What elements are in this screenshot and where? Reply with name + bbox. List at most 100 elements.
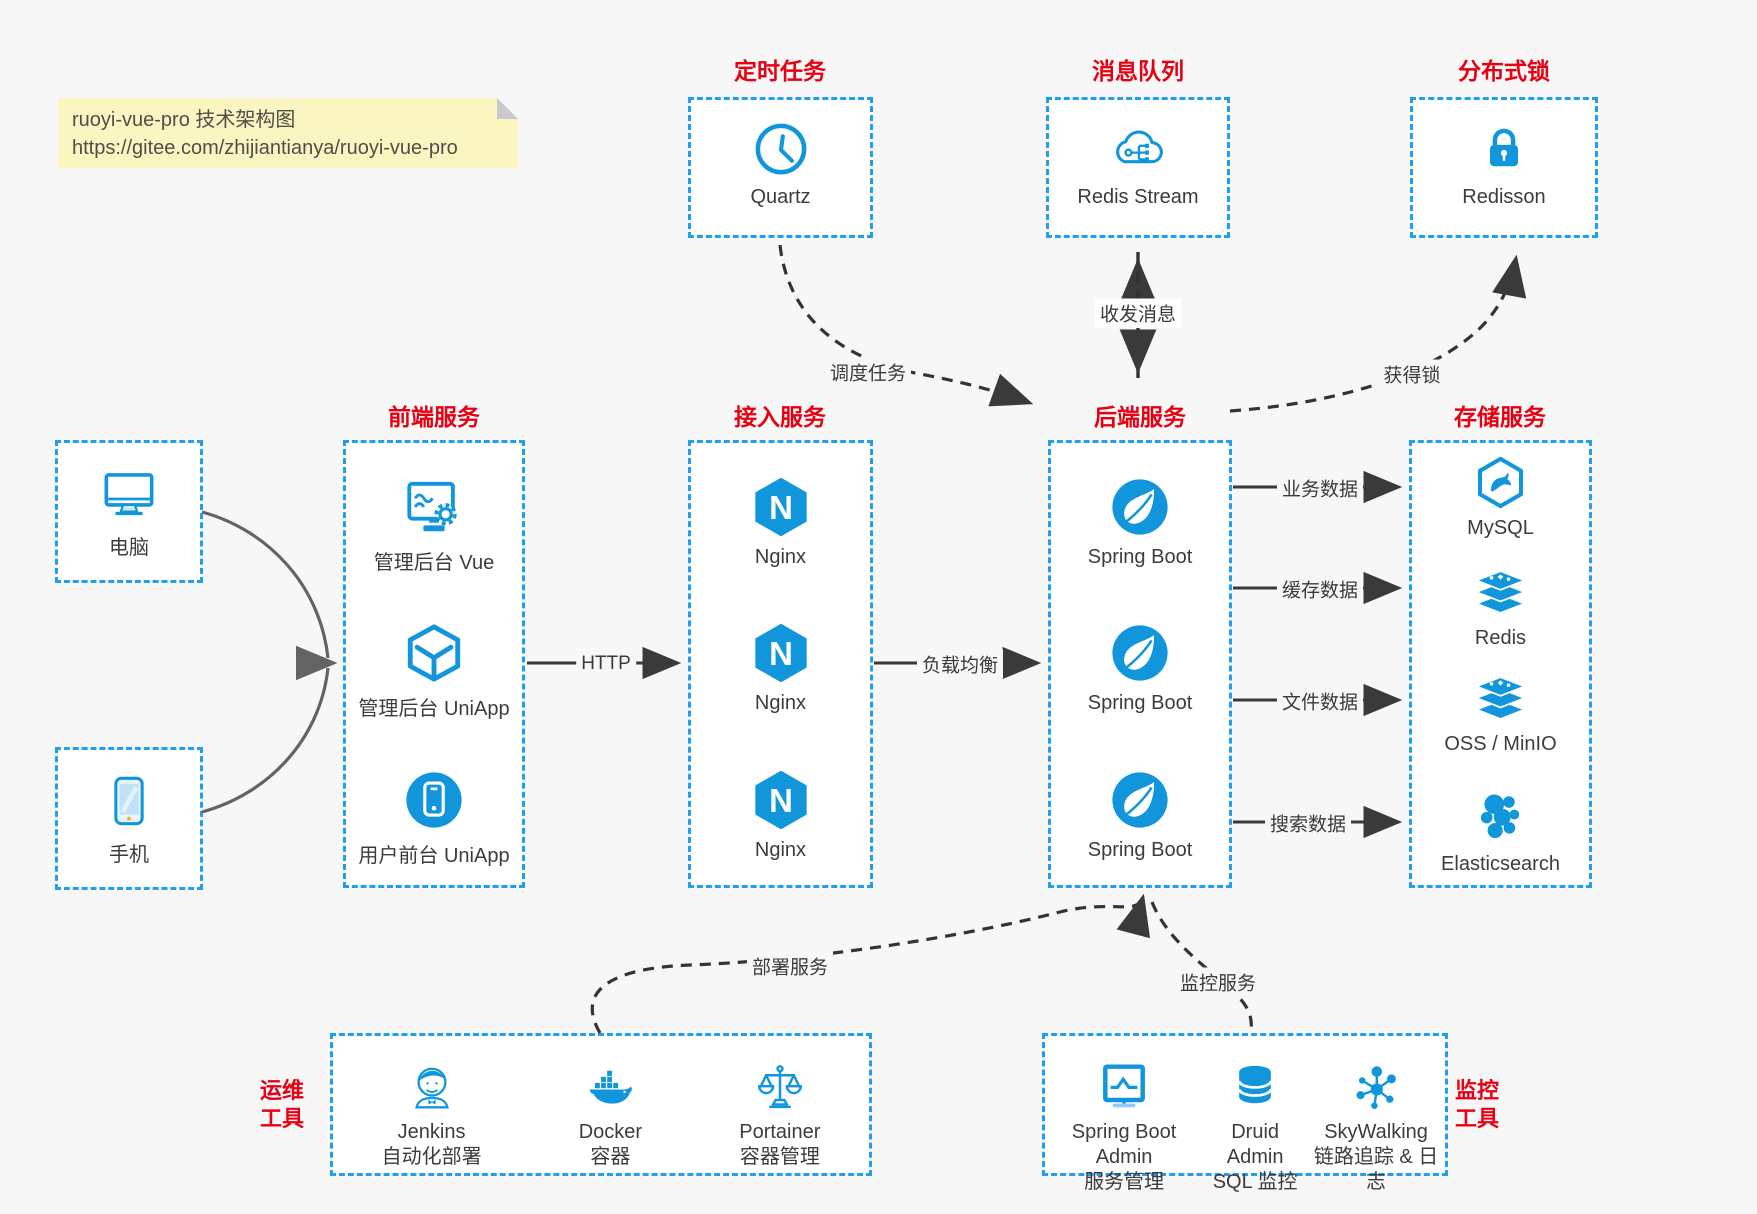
node-label: Spring Boot [1087,546,1193,568]
edge-label-cache-data: 缓存数据 [1276,574,1364,604]
topology-icon [1350,1061,1402,1113]
layer-stack-icon [1472,670,1529,727]
node-label: 用户前台 UniApp [358,845,510,867]
edge-label-business-data: 业务数据 [1276,473,1364,503]
nginx-hexagon-icon [750,476,812,538]
node-sublabel: SQL 监控 [1212,1171,1298,1193]
edge-label-deploy-service: 部署服务 [746,951,834,981]
box-monitor-tools: Spring Boot Admin 服务管理 Druid Admin SQL 监… [1042,1033,1448,1193]
spring-leaf-icon [1109,769,1171,831]
monitor-item-skywalking: SkyWalking 链路追踪 & 日志 [1307,1036,1445,1195]
edge-label-http: HTTP [576,652,636,676]
monitor-chart-icon [1098,1061,1150,1113]
cube-icon [403,622,465,684]
phone-icon [100,772,158,830]
node-label: Docker [578,1121,643,1143]
node-sublabel: 服务管理 [1084,1171,1165,1193]
box-quartz: Quartz [688,97,873,238]
node-label: Nginx [754,839,807,861]
docker-whale-icon [584,1061,636,1113]
node-label: Portainer [739,1121,821,1143]
group-title-scheduled-jobs: 定时任务 [734,58,826,84]
group-title-frontend: 前端服务 [388,404,480,430]
side-label-monitor-tools: 监控 工具 [1454,1078,1499,1131]
cloud-share-icon [1108,120,1168,178]
node-label: Quartz [750,186,811,208]
ops-item-docker: Docker 容器 [579,1036,642,1170]
box-redis-stream: Redis Stream [1046,97,1230,238]
node-label: Elasticsearch [1441,853,1560,875]
padlock-icon [1475,120,1533,178]
node-label: Nginx [754,692,807,714]
ops-item-jenkins: Jenkins 自动化部署 [382,1036,482,1170]
group-title-distributed-lock: 分布式锁 [1458,58,1550,84]
nginx-hexagon-icon [750,622,812,684]
monitor-item-druid: Druid Admin SQL 监控 [1203,1036,1307,1195]
node-sublabel: 容器管理 [739,1146,820,1168]
note-fold-corner [497,98,518,119]
box-ops-tools: Jenkins 自动化部署 Docker 容器 Portainer 容器管理 [330,1033,872,1176]
node-label: MySQL [1467,517,1534,539]
node-label: Druid Admin [1226,1121,1284,1168]
group-title-backend: 后端服务 [1094,404,1186,430]
elastic-cluster-icon [1472,790,1529,847]
node-label: Nginx [754,546,807,568]
spring-leaf-icon [1109,476,1171,538]
edge-label-monitor-service: 监控服务 [1174,967,1262,997]
edge-monitor-service [1150,901,1253,1031]
layer-stack-icon [1472,564,1529,621]
monitor-icon [100,465,158,523]
box-mobile-client: 手机 [55,747,203,890]
node-label: SkyWalking [1324,1121,1428,1143]
node-label: 手机 [109,844,149,866]
edge-label-schedule-task: 调度任务 [824,357,912,387]
node-label: Spring Boot Admin [1071,1121,1177,1168]
ops-item-portainer: Portainer 容器管理 [739,1036,820,1170]
node-label: Jenkins [397,1121,466,1143]
node-label: 管理后台 Vue [373,552,495,574]
node-sublabel: 自动化部署 [381,1146,482,1168]
node-sublabel: 链路追踪 & 日志 [1313,1146,1439,1193]
scales-icon [754,1061,806,1113]
box-pc-client: 电脑 [55,440,203,583]
node-label: Redis Stream [1077,186,1199,208]
edge-acquire-lock [1229,254,1527,413]
clock-icon [752,120,810,178]
node-label: 管理后台 UniApp [358,698,510,720]
node-label: OSS / MinIO [1444,733,1557,755]
nginx-hexagon-icon [750,769,812,831]
box-backend: Spring Boot Spring Boot Spring Boot [1048,440,1232,888]
admin-screen-gear-icon [403,476,465,538]
mysql-dolphin-icon [1472,454,1529,511]
edge-label-file-data: 文件数据 [1276,686,1364,716]
node-label: Redisson [1462,186,1546,208]
note-url: https://gitee.com/zhijiantianya/ruoyi-vu… [72,137,458,159]
database-icon [1229,1061,1281,1113]
node-sublabel: 容器 [590,1146,631,1168]
group-title-message-queue: 消息队列 [1092,58,1184,84]
jenkins-butler-icon [406,1061,458,1113]
spring-leaf-icon [1109,622,1171,684]
monitor-item-sba: Spring Boot Admin 服务管理 [1045,1036,1203,1195]
edge-label-search-data: 搜索数据 [1264,808,1352,838]
node-label: Redis [1474,627,1527,649]
app-circle-phone-icon [403,769,465,831]
box-redisson: Redisson [1410,97,1598,238]
note-title: ruoyi-vue-pro 技术架构图 [72,109,296,131]
group-title-storage: 存储服务 [1454,404,1546,430]
box-storage: MySQL Redis OSS / MinIO Elasticsearch [1409,440,1592,888]
edge-label-send-receive-msg: 收发消息 [1094,298,1182,328]
edge-pc-to-frontend [201,510,330,659]
box-gateway: Nginx Nginx Nginx [688,440,873,888]
edge-mobile-to-frontend [201,667,330,814]
edge-deploy-service [590,893,1150,1034]
sticky-note: ruoyi-vue-pro 技术架构图 https://gitee.com/zh… [58,98,518,168]
edge-label-acquire-lock: 获得锁 [1378,359,1446,389]
node-label: 电脑 [109,537,149,559]
side-label-ops-tools: 运维 工具 [259,1078,304,1131]
edge-label-load-balance: 负载均衡 [916,649,1004,679]
group-title-gateway: 接入服务 [734,404,826,430]
box-frontend: 管理后台 Vue 管理后台 UniApp 用户前台 UniApp [343,440,525,888]
node-label: Spring Boot [1087,839,1193,861]
